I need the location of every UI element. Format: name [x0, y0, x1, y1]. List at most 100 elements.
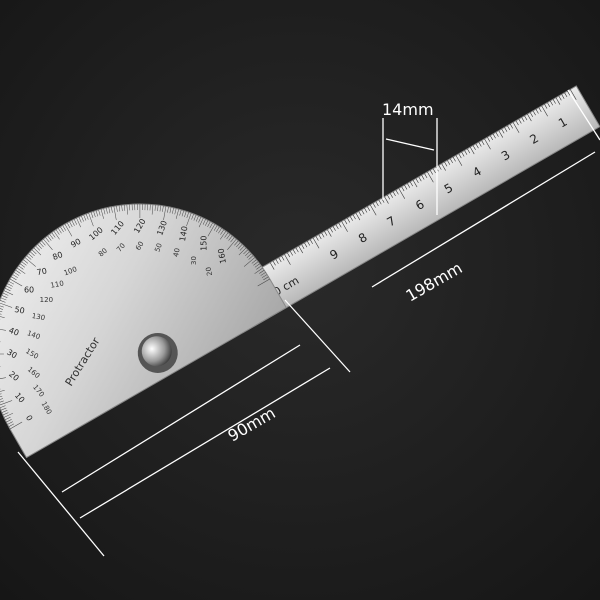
degree-tick: [60, 226, 64, 233]
degree-tick: [202, 219, 206, 225]
degree-tick: [228, 235, 233, 241]
ruler-tick: [421, 175, 425, 180]
ruler-tick: [472, 145, 476, 150]
degree-tick: [234, 240, 239, 246]
outer-degree-label: 30: [5, 348, 18, 361]
degree-tick: [18, 265, 24, 270]
degree-tick: [181, 210, 184, 217]
degree-tick: [105, 207, 108, 214]
ruler-tick: [441, 163, 446, 171]
degree-tick: [219, 231, 227, 240]
outer-degree-label: 140: [178, 225, 190, 242]
inner-degree-label: 130: [31, 312, 46, 322]
ruler-tick: [538, 107, 542, 113]
degree-tick: [248, 255, 254, 260]
degree-tick: [174, 208, 177, 215]
ruler-tick: [561, 94, 565, 99]
degree-tick: [4, 416, 11, 420]
degree-tick: [37, 244, 42, 249]
degree-tick: [100, 209, 104, 219]
degree-tick: [157, 205, 159, 212]
degree-tick: [193, 214, 197, 221]
ruler-tick: [335, 224, 339, 230]
degree-tick: [31, 249, 37, 255]
outer-degree-label: 90: [69, 237, 82, 250]
degree-tick: [16, 267, 26, 274]
degree-tick: [30, 251, 35, 256]
degree-tick: [41, 240, 46, 246]
ruler-tick: [298, 245, 304, 254]
degree-tick: [11, 276, 17, 281]
degree-tick: [0, 405, 6, 409]
degree-tick: [259, 269, 265, 274]
inner-degree-label: 50: [153, 242, 164, 253]
degree-tick: [0, 407, 7, 411]
degree-tick: [1, 295, 8, 298]
ruler-tick: [318, 234, 322, 240]
degree-tick: [186, 212, 189, 218]
degree-tick: [260, 272, 266, 276]
ruler-tick: [469, 146, 475, 155]
ruler-tick: [487, 137, 491, 142]
degree-tick: [98, 209, 101, 216]
degree-tick: [243, 249, 248, 255]
degree-tick: [1, 410, 8, 413]
degree-tick: [129, 204, 131, 211]
ruler-tick: [569, 89, 577, 100]
degree-tick: [251, 259, 257, 264]
ruler-tick: [498, 130, 504, 138]
ruler-tick: [375, 201, 379, 207]
ruler-tick: [312, 237, 320, 249]
degree-tick: [95, 210, 99, 217]
ruler-tick: [289, 250, 293, 256]
ruler-tick: [269, 262, 275, 270]
degree-tick: [198, 216, 202, 223]
degree-tick: [2, 292, 9, 296]
ruler-tick: [512, 122, 520, 133]
ruler-tick: [347, 217, 351, 223]
degree-tick: [209, 222, 213, 229]
degree-tick: [7, 283, 13, 287]
ruler-tick: [352, 214, 356, 220]
ruler-tick: [281, 255, 285, 261]
degree-tick: [218, 228, 222, 234]
ruler-tick: [555, 97, 561, 105]
ruler-tick: [381, 198, 385, 203]
degree-tick: [85, 213, 89, 220]
ruler-tick: [407, 183, 411, 188]
ruler-tick: [355, 212, 361, 221]
outer-degree-label: 40: [8, 326, 21, 338]
degree-tick: [49, 234, 54, 240]
ruler-tick: [324, 231, 328, 236]
degree-tick: [134, 204, 136, 211]
degree-tick: [113, 206, 117, 221]
degree-tick: [6, 285, 12, 289]
degree-tick: [254, 263, 260, 268]
ruler-tick: [509, 123, 513, 129]
degree-tick: [81, 215, 84, 222]
ruler-tick: [467, 148, 471, 154]
degree-tick: [0, 302, 13, 308]
ruler-tick: [449, 158, 453, 164]
ruler-tick: [395, 189, 399, 195]
outer-degree-label: 50: [14, 305, 26, 316]
degree-tick: [33, 247, 42, 256]
degree-tick: [24, 257, 36, 267]
degree-tick: [88, 212, 94, 227]
ruler-tick: [552, 99, 556, 104]
ruler-tick: [341, 221, 348, 232]
ruler-tick: [367, 206, 371, 212]
degree-tick: [3, 290, 14, 296]
ruler-tick: [507, 125, 511, 131]
ruler-tick: [349, 216, 353, 221]
ruler-tick: [295, 247, 299, 253]
degree-tick: [198, 217, 204, 228]
outer-degree-label: 70: [36, 266, 48, 277]
degree-tick: [159, 205, 162, 212]
ruler-tick: [429, 170, 433, 175]
degree-tick: [0, 398, 4, 401]
ruler-tick: [438, 165, 442, 170]
degree-tick: [144, 204, 146, 211]
degree-tick: [237, 244, 243, 249]
ruler-tick: [321, 232, 325, 238]
